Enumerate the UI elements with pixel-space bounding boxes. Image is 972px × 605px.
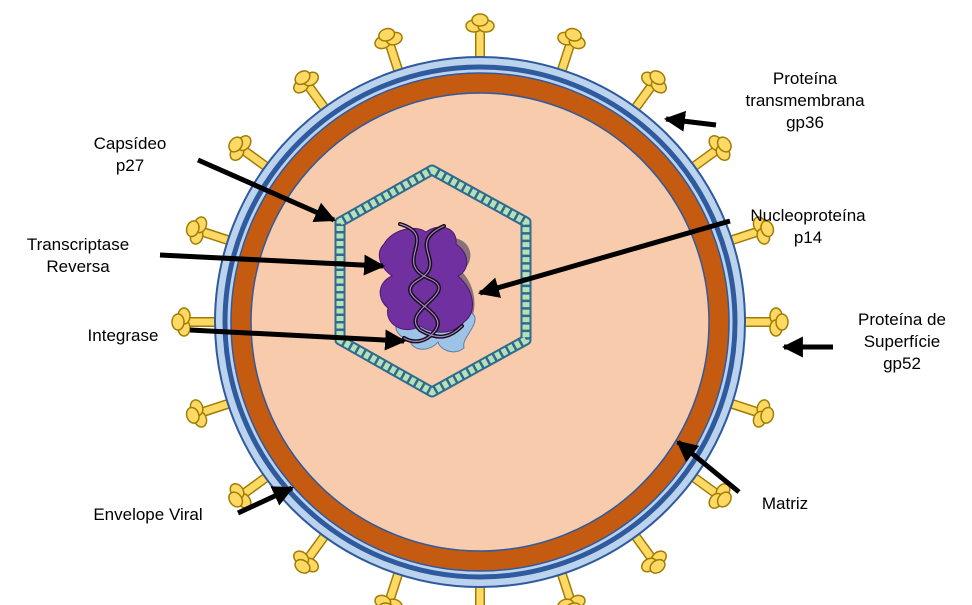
spike-stem	[306, 534, 326, 562]
spike-stem	[241, 148, 269, 168]
spike-knob	[472, 14, 488, 26]
spike-knob	[776, 314, 788, 330]
spike-stem	[692, 476, 720, 496]
spike-stem	[692, 148, 720, 168]
arrow-transmembrana	[666, 119, 716, 125]
spike-stem	[634, 83, 654, 111]
spike-knob	[172, 314, 184, 330]
virus-interior	[251, 93, 709, 551]
spike-stem	[306, 83, 326, 111]
spike-stem	[634, 534, 654, 562]
spike-stem	[241, 476, 269, 496]
